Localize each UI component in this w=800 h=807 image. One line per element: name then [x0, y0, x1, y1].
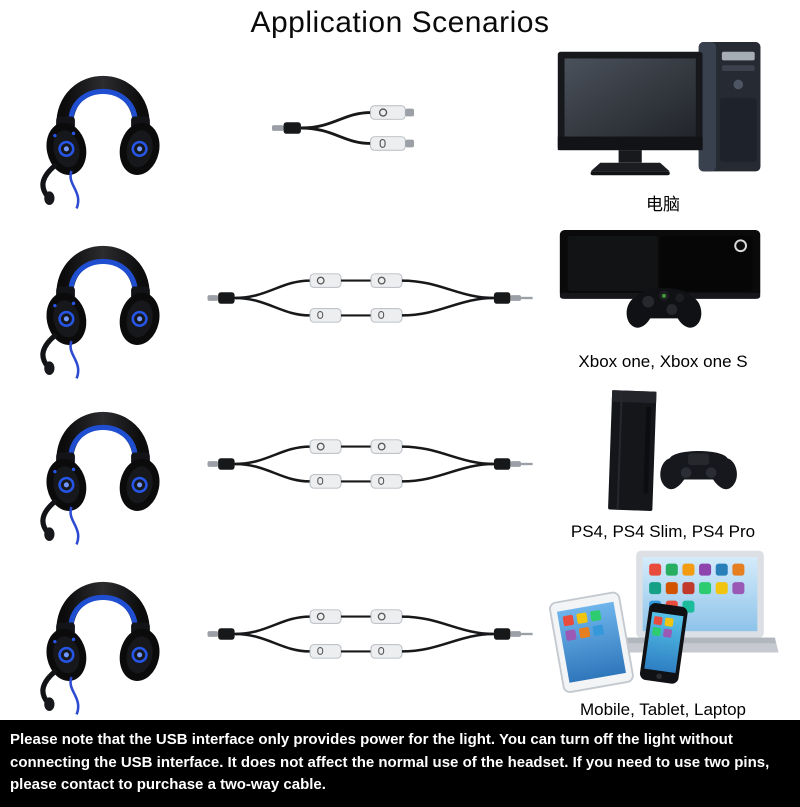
usb-note: Please note that the USB interface only … — [0, 720, 800, 807]
desktop-computer-icon — [552, 40, 774, 185]
splitter-cable-icon — [269, 99, 474, 157]
scenario-row-ps4: PS4, PS4 Slim, PS4 Pro — [0, 381, 800, 547]
xbox-console-icon — [550, 224, 776, 347]
scenario-rows: 电脑 Xbox one, Xbox one S — [0, 40, 800, 720]
mobile-tablet-laptop-icon — [547, 547, 779, 695]
headset-illustration — [0, 45, 205, 211]
device-illustration-mobile: Mobile, Tablet, Laptop — [538, 547, 800, 720]
device-illustration-pc: 电脑 — [538, 40, 800, 215]
dual-splitter-cable-icon — [207, 434, 537, 494]
scenario-row-xbox: Xbox one, Xbox one S — [0, 215, 800, 381]
cable-illustration — [205, 434, 538, 494]
gaming-headset-icon — [34, 215, 172, 381]
ps4-console-icon — [552, 387, 774, 517]
cable-illustration — [205, 604, 538, 664]
dual-splitter-cable-icon — [207, 604, 537, 664]
headset-illustration — [0, 215, 205, 381]
gaming-headset-icon — [34, 45, 172, 211]
cable-illustration — [205, 268, 538, 328]
gaming-headset-icon — [34, 381, 172, 547]
device-label-mobile: Mobile, Tablet, Laptop — [579, 700, 747, 719]
scenario-row-pc: 电脑 — [0, 40, 800, 215]
page-title: Application Scenarios — [250, 6, 550, 39]
device-label-xbox: Xbox one, Xbox one S — [578, 352, 748, 371]
device-illustration-ps4: PS4, PS4 Slim, PS4 Pro — [538, 387, 800, 542]
device-label-ps4: PS4, PS4 Slim, PS4 Pro — [570, 521, 756, 541]
headset-illustration — [0, 551, 205, 717]
device-label-pc: 电脑 — [646, 195, 680, 214]
cable-illustration — [205, 99, 538, 157]
dual-splitter-cable-icon — [207, 268, 537, 328]
gaming-headset-icon — [34, 551, 172, 717]
scenario-row-mobile: Mobile, Tablet, Laptop — [0, 547, 800, 720]
headset-illustration — [0, 381, 205, 547]
device-illustration-xbox: Xbox one, Xbox one S — [538, 224, 800, 372]
